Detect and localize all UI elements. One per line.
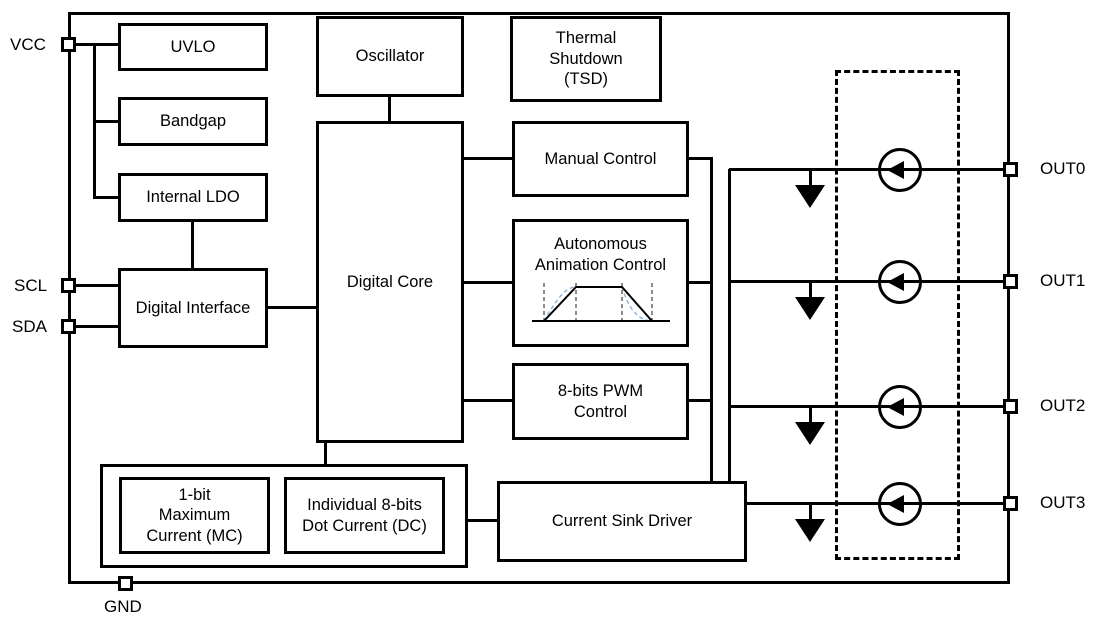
current-stub bbox=[809, 170, 812, 186]
block-oscillator: Oscillator bbox=[316, 16, 464, 97]
block-max-current: 1-bit Maximum Current (MC) bbox=[119, 477, 270, 554]
block-manual-control-label: Manual Control bbox=[544, 149, 657, 168]
block-thermal-shutdown: Thermal Shutdown (TSD) bbox=[510, 16, 662, 102]
wire-interface-to-core bbox=[268, 306, 316, 309]
pin-out1 bbox=[1003, 274, 1018, 289]
pin-gnd bbox=[118, 576, 133, 591]
block-bandgap: Bandgap bbox=[118, 97, 268, 146]
wire-core-to-manual bbox=[464, 157, 512, 160]
current-stub bbox=[809, 504, 812, 520]
current-flow-arrow-icon bbox=[795, 519, 825, 542]
pin-label-sda: SDA bbox=[12, 317, 47, 336]
current-source-icon bbox=[878, 148, 922, 192]
current-source-arrow-icon bbox=[887, 161, 904, 179]
block-oscillator-label: Oscillator bbox=[355, 47, 425, 66]
wire-scl bbox=[76, 284, 118, 287]
block-internal-ldo-label: Internal LDO bbox=[146, 188, 240, 207]
wire-vcc-to-uvlo bbox=[75, 43, 118, 46]
wire-core-to-autonomous bbox=[464, 281, 512, 284]
wire-manual-to-bus bbox=[689, 157, 713, 160]
current-source-icon bbox=[878, 482, 922, 526]
current-flow-arrow-icon bbox=[795, 297, 825, 320]
pin-label-out1: OUT1 bbox=[1040, 271, 1086, 290]
pin-label-out2: OUT2 bbox=[1040, 396, 1086, 415]
wire-control-bus bbox=[710, 157, 713, 481]
wire-config-to-driver bbox=[468, 519, 497, 522]
pin-vcc bbox=[61, 37, 76, 52]
current-source-icon bbox=[878, 260, 922, 304]
block-dot-current-label: Individual 8-bits Dot Current (DC) bbox=[302, 495, 427, 535]
block-current-sink-driver: Current Sink Driver bbox=[497, 481, 747, 562]
block-uvlo: UVLO bbox=[118, 23, 268, 71]
pin-label-vcc: VCC bbox=[10, 35, 46, 54]
block-digital-core: Digital Core bbox=[316, 121, 464, 443]
wire-sda bbox=[76, 325, 118, 328]
wire-oscillator-to-core bbox=[388, 97, 391, 121]
block-manual-control: Manual Control bbox=[512, 121, 689, 197]
current-source-arrow-icon bbox=[887, 398, 904, 416]
pin-out2 bbox=[1003, 399, 1018, 414]
wire-vcc-to-bandgap bbox=[93, 120, 118, 123]
block-autonomous-animation-control: Autonomous Animation Control bbox=[512, 219, 689, 347]
wire-pwm-to-bus bbox=[689, 399, 713, 402]
pin-label-out3: OUT3 bbox=[1040, 493, 1086, 512]
wire-core-to-current-config bbox=[324, 443, 327, 466]
pin-label-out0: OUT0 bbox=[1040, 159, 1086, 178]
wire-output-bus bbox=[728, 169, 731, 481]
block-autonomous-label: Autonomous Animation Control bbox=[534, 235, 667, 274]
current-flow-arrow-icon bbox=[795, 185, 825, 208]
block-dot-current: Individual 8-bits Dot Current (DC) bbox=[284, 477, 445, 554]
block-pwm-control-label: 8-bits PWM Control bbox=[557, 381, 644, 421]
block-current-sink-driver-label: Current Sink Driver bbox=[551, 512, 693, 531]
pin-scl bbox=[61, 278, 76, 293]
chip-outline bbox=[68, 12, 1010, 584]
pin-label-scl: SCL bbox=[14, 276, 48, 295]
dashed-current-sink-boundary bbox=[835, 70, 960, 560]
wire-core-to-pwm bbox=[464, 399, 512, 402]
current-source-arrow-icon bbox=[887, 495, 904, 513]
wire-out2 bbox=[729, 405, 1004, 408]
current-source-arrow-icon bbox=[887, 273, 904, 291]
block-digital-interface-label: Digital Interface bbox=[135, 298, 251, 317]
current-stub bbox=[809, 407, 812, 423]
block-thermal-shutdown-label: Thermal Shutdown (TSD) bbox=[549, 29, 623, 89]
wire-out0 bbox=[729, 168, 1004, 171]
block-pwm-control: 8-bits PWM Control bbox=[512, 363, 689, 440]
block-uvlo-label: UVLO bbox=[170, 37, 216, 56]
animation-waveform-icon bbox=[531, 283, 670, 323]
block-digital-interface: Digital Interface bbox=[118, 268, 268, 348]
pin-out0 bbox=[1003, 162, 1018, 177]
wire-out1 bbox=[729, 280, 1004, 283]
wire-out3 bbox=[747, 502, 1004, 505]
pin-sda bbox=[61, 319, 76, 334]
wire-vcc-to-ldo bbox=[93, 196, 118, 199]
current-flow-arrow-icon bbox=[795, 422, 825, 445]
block-internal-ldo: Internal LDO bbox=[118, 173, 268, 222]
current-stub bbox=[809, 282, 812, 298]
block-digital-core-label: Digital Core bbox=[346, 272, 434, 291]
wire-ldo-to-interface bbox=[191, 222, 194, 268]
pin-out3 bbox=[1003, 496, 1018, 511]
block-max-current-label: 1-bit Maximum Current (MC) bbox=[146, 485, 243, 545]
wire-autonomous-to-bus bbox=[689, 281, 713, 284]
block-bandgap-label: Bandgap bbox=[159, 112, 227, 131]
pin-label-gnd: GND bbox=[104, 597, 142, 616]
current-source-icon bbox=[878, 385, 922, 429]
